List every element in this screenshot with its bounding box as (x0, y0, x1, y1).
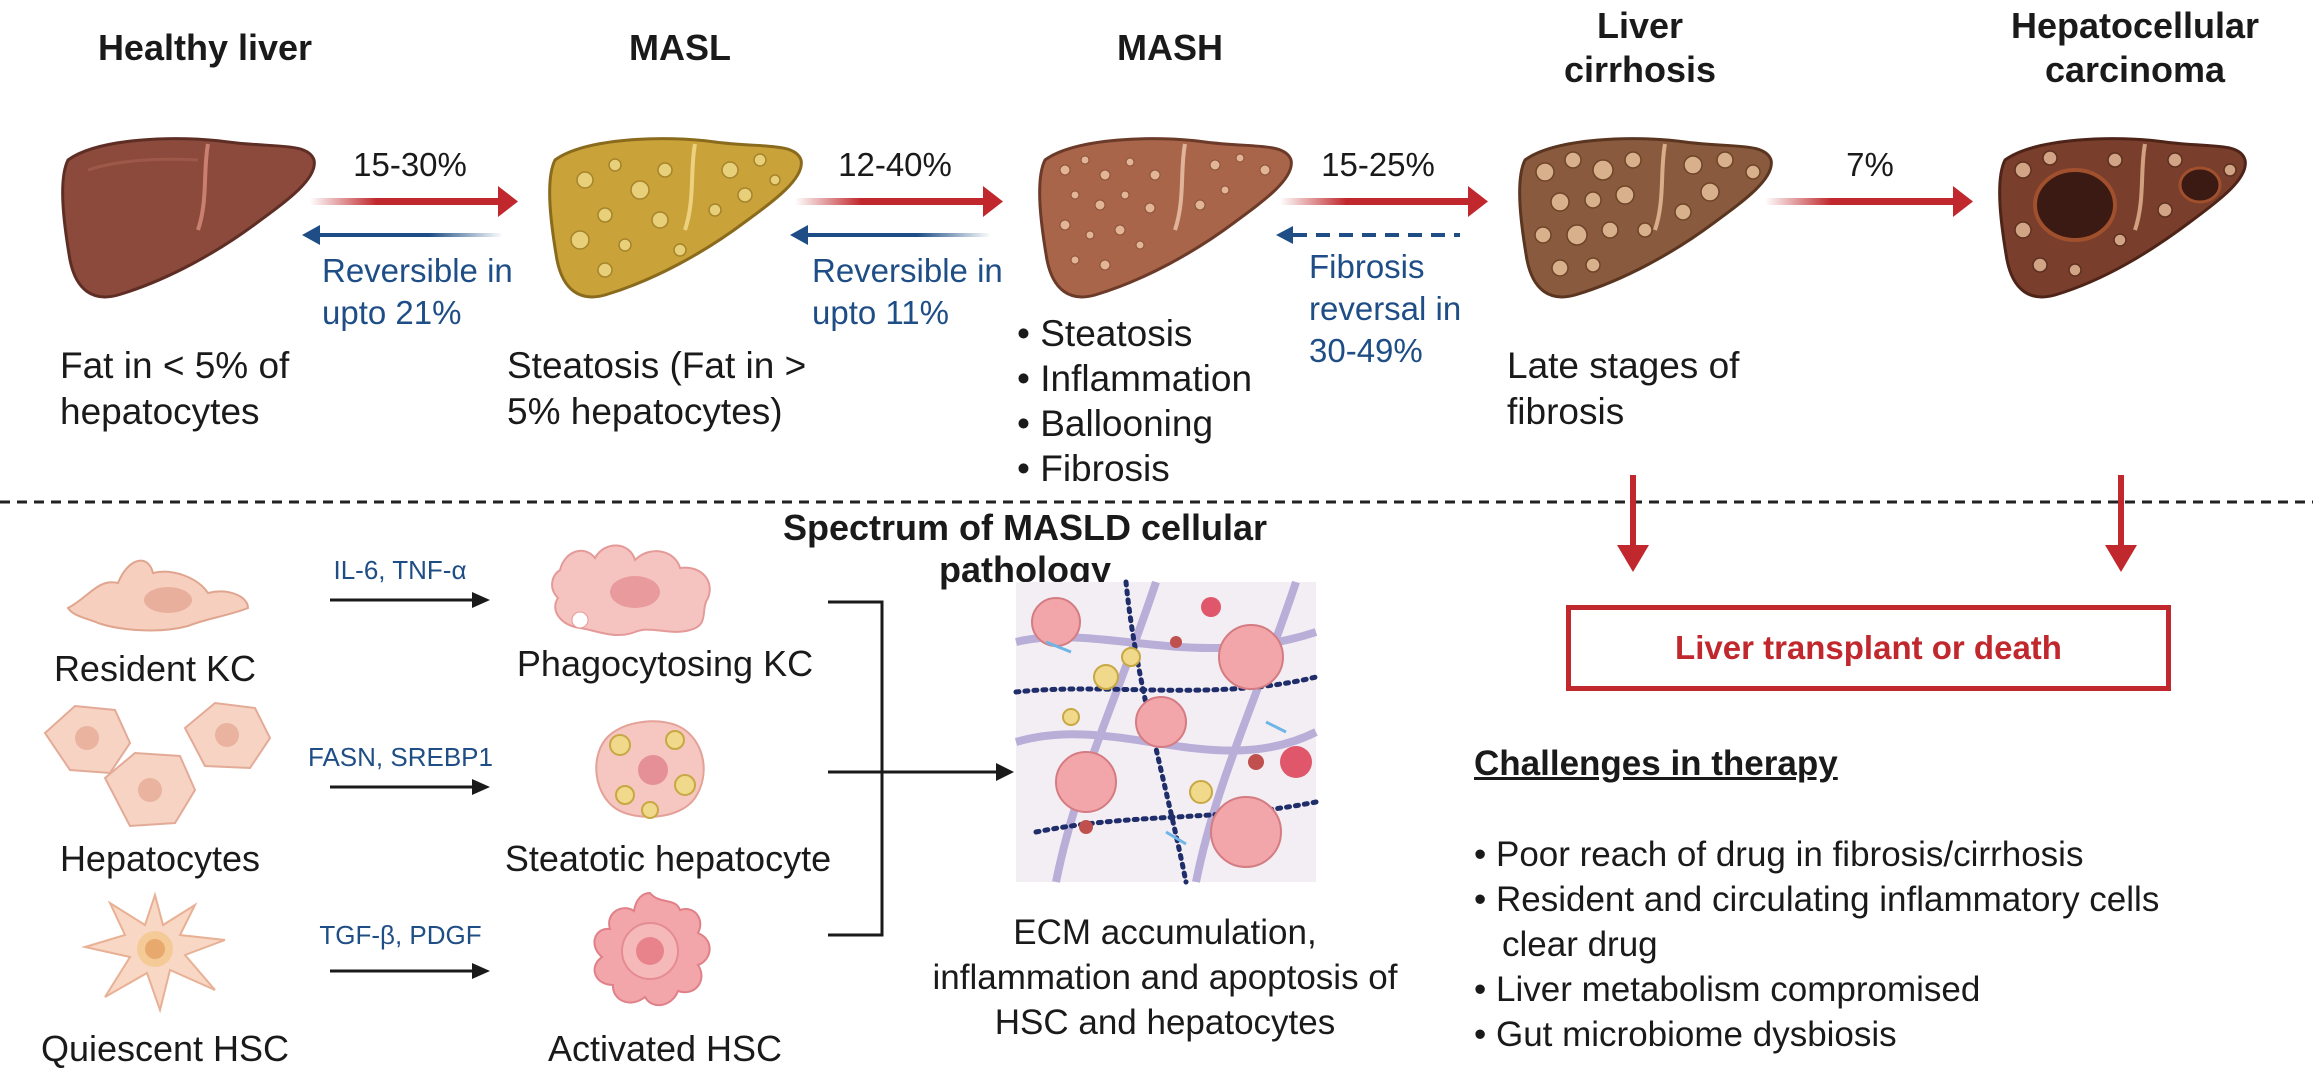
forward-arrow-1 (310, 186, 518, 217)
transition-percent-1: 15-30% (353, 146, 467, 183)
activated-hsc-icon (593, 891, 711, 1007)
cell-label-quiescent-hsc: Quiescent HSC (40, 1028, 290, 1069)
outcome-box: Liver transplant or death (1566, 605, 2171, 691)
cell-arrow-kc (330, 592, 490, 608)
stage-title-healthy: Healthy liver (97, 27, 313, 68)
healthy-description: Fat in < 5% of hepatocytes (60, 345, 290, 432)
cirrhosis-description: Late stages of fibrosis (1507, 345, 1740, 432)
mash-feature: Ballooning (1017, 401, 1297, 446)
cell-label-steatotic-hepatocyte: Steatotic hepatocyte (504, 838, 832, 879)
stage-title-cirrhosis: Liver cirrhosis (1563, 5, 1717, 90)
reversible-label-2: Reversible in upto 11% (812, 252, 1003, 331)
mash-feature: Steatosis (1017, 311, 1297, 356)
resident-kc-icon (66, 559, 250, 632)
masl-description: Steatosis (Fat in > 5% hepatocytes) (507, 345, 807, 432)
reverse-arrow-2 (790, 225, 991, 245)
challenge-item: Gut microbiome dysbiosis (1474, 1012, 2194, 1057)
challenge-item: Resident and circulating inflammatory ce… (1474, 877, 2194, 967)
phagocytosing-kc-icon (551, 544, 711, 637)
fibrosis-reversal-label: Fibrosis reversal in 30-49% (1309, 248, 1462, 369)
cell-label-phagocytosing-kc: Phagocytosing KC (516, 643, 814, 684)
mash-liver-icon (1038, 137, 1293, 299)
hcc-down-arrow (2105, 475, 2137, 572)
reverse-arrow-1 (302, 225, 503, 245)
transition-percent-3: 15-25% (1321, 146, 1435, 183)
cell-label-hepatocytes: Hepatocytes (59, 838, 261, 879)
challenge-item: Liver metabolism compromised (1474, 967, 2194, 1012)
cirrhosis-liver-icon (1518, 137, 1773, 299)
hcc-liver-icon (1998, 137, 2247, 299)
reversible-label-1: Reversible in upto 21% (322, 252, 513, 331)
outcome-label: Liver transplant or death (1675, 629, 2062, 666)
cell-label-activated-hsc: Activated HSC (547, 1028, 783, 1069)
cell-arrow-hepatocyte (330, 779, 490, 795)
mash-features-list: Steatosis Inflammation Ballooning Fibros… (1017, 311, 1297, 491)
mash-feature: Fibrosis (1017, 446, 1297, 491)
cell-label-resident-kc: Resident KC (53, 648, 257, 689)
healthy-liver-icon (61, 137, 316, 299)
hepatocytes-icon (43, 701, 272, 828)
cellular-pathology-title: Spectrum of MASLD cellular pathology (782, 507, 1268, 590)
quiescent-hsc-icon (81, 891, 226, 1014)
stage-title-hcc: Hepatocellular carcinoma (2010, 5, 2260, 90)
stage-title-mash: MASH (1117, 27, 1223, 68)
ecm-description: ECM accumulation, inflammation and apopt… (932, 913, 1398, 1042)
mediator-hsc: TGF-β, PDGF (319, 920, 482, 950)
forward-arrow-3 (1280, 186, 1488, 217)
challenges-list: Poor reach of drug in fibrosis/cirrhosis… (1474, 832, 2194, 1057)
steatotic-hepatocyte-icon (595, 720, 705, 819)
cirrhosis-down-arrow (1617, 475, 1649, 572)
mash-feature: Inflammation (1017, 356, 1297, 401)
forward-arrow-2 (795, 186, 1003, 217)
transition-percent-2: 12-40% (838, 146, 952, 183)
transition-percent-4: 7% (1846, 146, 1894, 183)
challenges-title: Challenges in therapy (1474, 744, 1838, 783)
stage-title-masl: MASL (629, 27, 731, 68)
mediator-kc: IL-6, TNF-α (333, 555, 467, 585)
cell-arrow-hsc (330, 963, 490, 979)
challenge-item: Poor reach of drug in fibrosis/cirrhosis (1474, 832, 2194, 877)
convergence-bracket (828, 600, 1014, 937)
ecm-pathology-illustration (1013, 579, 1319, 885)
forward-arrow-4 (1765, 186, 1973, 217)
reverse-arrow-3-dashed (1276, 226, 1460, 244)
mediator-hepatocyte: FASN, SREBP1 (308, 742, 493, 772)
masl-liver-icon (548, 137, 803, 299)
